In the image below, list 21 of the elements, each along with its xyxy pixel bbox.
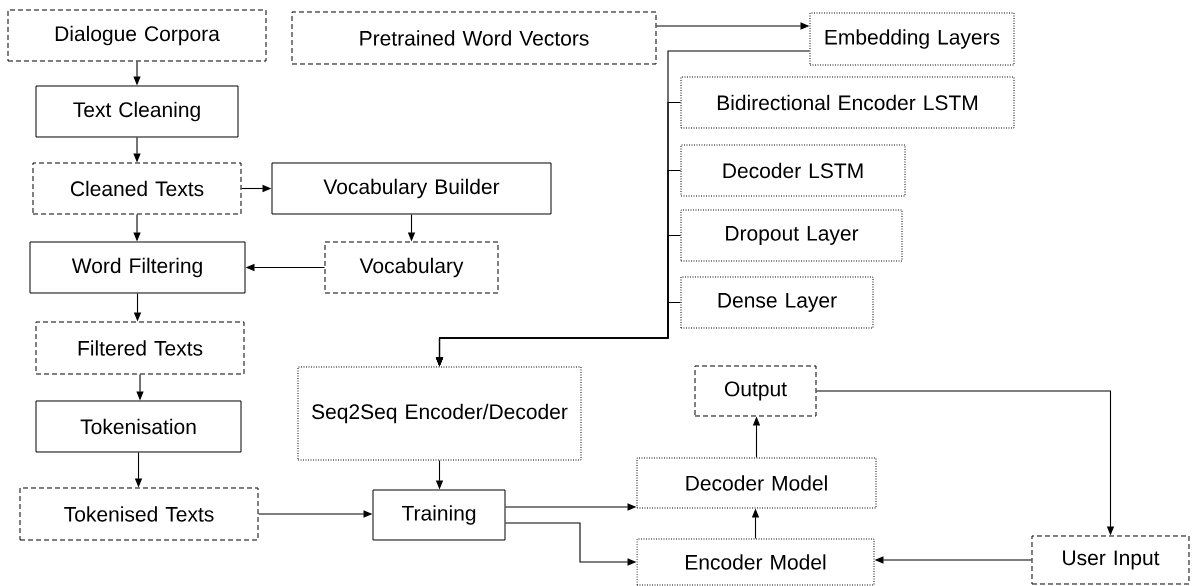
model-box: Embedding Layers <box>809 12 1015 66</box>
process-box: Text Cleaning <box>35 85 239 138</box>
process-box: Training <box>372 489 506 541</box>
model-box: Bidirectional Encoder LSTM <box>680 76 1015 129</box>
model-box: Decoder Model <box>636 457 877 509</box>
data-box: User Input <box>1031 535 1190 585</box>
model-box: Dropout Layer <box>680 209 903 262</box>
data-box: Pretrained Word Vectors <box>291 11 657 65</box>
process-box: Vocabulary Builder <box>271 162 552 215</box>
model-box: Decoder LSTM <box>680 144 906 197</box>
data-box: Filtered Texts <box>35 321 245 375</box>
process-box: Tokenisation <box>35 400 242 453</box>
data-box: Cleaned Texts <box>32 162 242 215</box>
data-box: Tokenised Texts <box>19 487 259 541</box>
model-box: Encoder Model <box>636 538 875 586</box>
data-box: Vocabulary <box>324 241 499 294</box>
data-box: Output <box>694 365 817 417</box>
process-box: Word Filtering <box>29 241 246 294</box>
model-box: Dense Layer <box>680 276 874 329</box>
data-box: Dialogue Corpora <box>7 9 267 62</box>
model-box: Seq2Seq Encoder/Decoder <box>297 366 582 461</box>
